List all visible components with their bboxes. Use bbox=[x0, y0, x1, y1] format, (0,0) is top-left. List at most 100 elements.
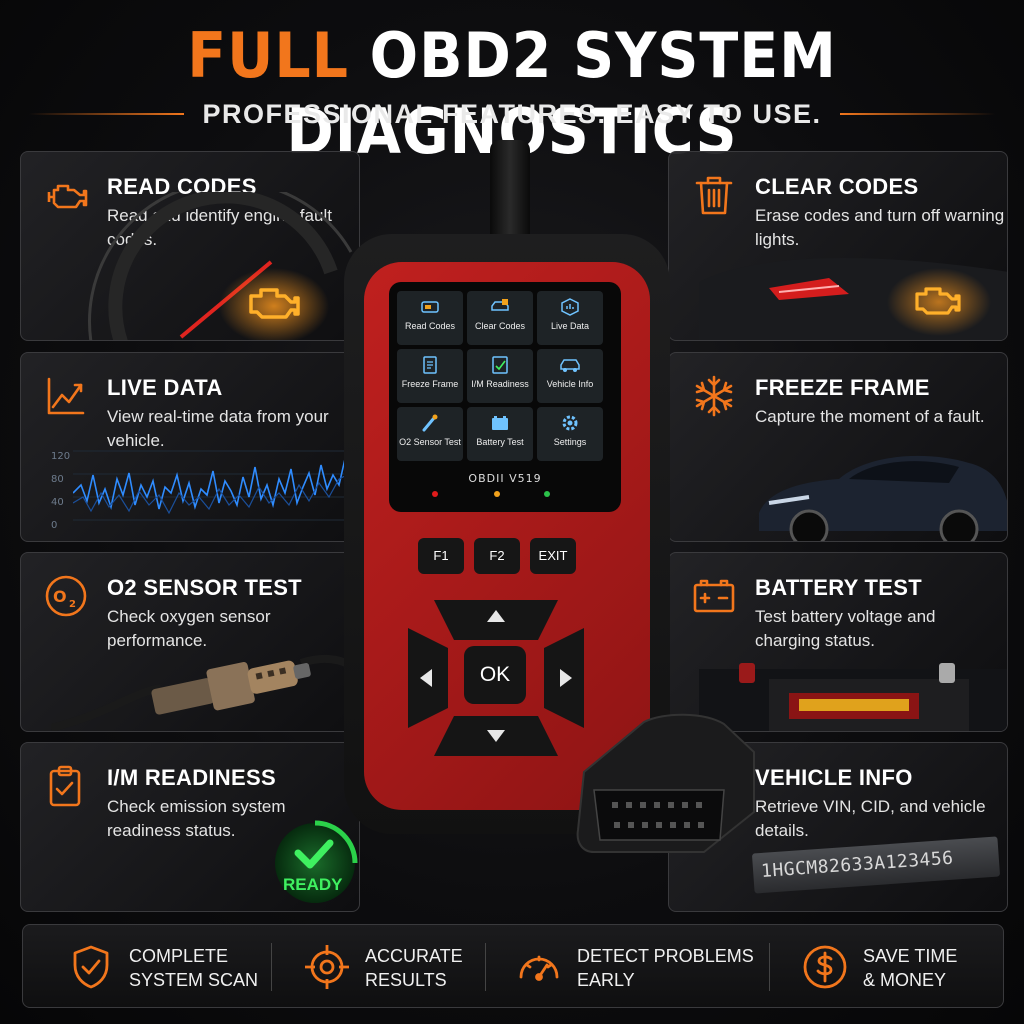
menu-label: Battery Test bbox=[476, 437, 524, 447]
tick-label: 80 bbox=[51, 474, 64, 485]
f2-button[interactable]: F2 bbox=[474, 538, 520, 574]
feature-title: FREEZE FRAME bbox=[755, 375, 930, 400]
menu-label: Freeze Frame bbox=[401, 379, 459, 389]
gear-icon bbox=[562, 415, 578, 431]
svg-text:O: O bbox=[53, 587, 67, 606]
clipboard-check-icon bbox=[49, 765, 81, 807]
feature-desc: View real-time data from your vehicle. bbox=[107, 407, 329, 450]
dollar-icon bbox=[803, 945, 847, 989]
menu-vehicle-info[interactable]: Vehicle Info bbox=[537, 349, 603, 403]
vin-plate: 1HGCM82633A123456 bbox=[751, 836, 1001, 894]
menu-o2-sensor-test[interactable]: O2 Sensor Test bbox=[397, 407, 463, 461]
feature-title: LIVE DATA bbox=[107, 375, 223, 400]
battery-small-icon bbox=[492, 416, 508, 430]
title-accent: FULL bbox=[187, 19, 349, 92]
led-green bbox=[544, 491, 550, 497]
menu-freeze-frame[interactable]: Freeze Frame bbox=[397, 349, 463, 403]
o2-icon: O 2 bbox=[45, 575, 87, 617]
feature-desc: Retrieve VIN, CID, and vehicle details. bbox=[755, 797, 986, 840]
arrow-down-icon bbox=[487, 730, 505, 742]
arrow-right-icon bbox=[560, 669, 572, 687]
divider-right bbox=[839, 113, 995, 115]
sensor-icon bbox=[422, 414, 438, 432]
feature-desc: Test battery voltage and charging status… bbox=[755, 607, 936, 650]
car-battery-art bbox=[699, 663, 1007, 731]
car-clear-icon bbox=[491, 299, 509, 311]
freeze-icon bbox=[423, 356, 437, 374]
subtitle-row: PROFESSIONAL FEATURES. EASY TO USE. bbox=[0, 96, 1024, 132]
feature-title: O2 SENSOR TEST bbox=[107, 575, 302, 600]
menu-read-codes[interactable]: Read Codes bbox=[397, 291, 463, 345]
check-chart-icon bbox=[492, 356, 508, 374]
divider-left bbox=[29, 113, 185, 115]
feature-im-readiness: I/M READINESS Check emission system read… bbox=[20, 742, 360, 912]
dashboard-gauge-art bbox=[88, 192, 353, 340]
direction-pad bbox=[408, 600, 584, 756]
feature-title: CLEAR CODES bbox=[755, 174, 919, 199]
obd2-connector bbox=[576, 713, 755, 853]
feature-title: I/M READINESS bbox=[107, 765, 276, 790]
feature-clear-codes: CLEAR CODES Erase codes and turn off war… bbox=[668, 151, 1008, 341]
menu-label: Read Codes bbox=[404, 321, 456, 331]
menu-label: I/M Readiness bbox=[471, 379, 529, 389]
chart-ticks: 120 80 40 0 bbox=[51, 445, 70, 537]
menu-label: Live Data bbox=[550, 321, 590, 331]
benefit-complete-scan: COMPLETE SYSTEM SCAN bbox=[67, 925, 287, 1009]
led-red bbox=[432, 491, 438, 497]
menu-clear-codes[interactable]: Clear Codes bbox=[467, 291, 533, 345]
benefit-text: COMPLETE SYSTEM SCAN bbox=[129, 946, 259, 990]
separator bbox=[485, 943, 486, 991]
feature-desc: Check oxygen sensor performance. bbox=[107, 607, 271, 650]
subtitle: PROFESSIONAL FEATURES. EASY TO USE. bbox=[202, 98, 822, 129]
led-amber bbox=[494, 491, 500, 497]
vin-number: 1HGCM82633A123456 bbox=[760, 847, 955, 883]
menu-settings[interactable]: Settings bbox=[537, 407, 603, 461]
menu-im-readiness[interactable]: I/M Readiness bbox=[467, 349, 533, 403]
separator bbox=[271, 943, 272, 991]
ok-button[interactable]: OK bbox=[464, 646, 526, 704]
svg-text:2: 2 bbox=[69, 599, 76, 610]
menu-label: O2 Sensor Test bbox=[399, 437, 461, 447]
snowflake-icon bbox=[695, 375, 733, 417]
feature-title: VEHICLE INFO bbox=[755, 765, 913, 790]
shield-check-icon bbox=[73, 945, 109, 989]
tick-label: 120 bbox=[51, 451, 71, 462]
target-icon bbox=[305, 945, 349, 989]
device-cable bbox=[490, 140, 530, 250]
model-label: OBDII V519 bbox=[468, 472, 542, 485]
live-data-waveform bbox=[73, 450, 353, 521]
benefit-text: SAVE TIME & MONEY bbox=[863, 946, 958, 990]
trash-icon bbox=[695, 176, 733, 215]
feature-live-data: LIVE DATA View real-time data from your … bbox=[20, 352, 360, 542]
engine-icon bbox=[47, 184, 88, 209]
ready-badge bbox=[275, 820, 358, 903]
line-chart-icon bbox=[47, 377, 85, 415]
feature-desc: Capture the moment of a fault. bbox=[755, 407, 985, 426]
gauge-icon bbox=[519, 955, 559, 981]
car-art bbox=[759, 456, 1007, 541]
data-icon bbox=[561, 298, 579, 316]
vehicle-icon bbox=[560, 359, 580, 372]
ready-label: READY bbox=[283, 875, 343, 894]
menu-battery-test[interactable]: Battery Test bbox=[467, 407, 533, 461]
f1-button[interactable]: F1 bbox=[418, 538, 464, 574]
menu-live-data[interactable]: Live Data bbox=[537, 291, 603, 345]
feature-desc: Erase codes and turn off warning lights. bbox=[755, 206, 1005, 249]
arrow-up-icon bbox=[487, 610, 505, 622]
tick-label: 0 bbox=[51, 520, 58, 531]
feature-desc: Check emission system readiness status. bbox=[107, 797, 286, 840]
benefits-bar: COMPLETE SYSTEM SCAN ACCURATE RESULTS DE… bbox=[22, 924, 1004, 1008]
page-title: FULL OBD2 SYSTEM DIAGNOSTICS bbox=[41, 18, 983, 170]
feature-o2-sensor: O 2 O2 SENSOR TEST Check oxygen sensor p… bbox=[20, 552, 360, 732]
menu-label: Settings bbox=[553, 437, 587, 447]
car-scan-icon bbox=[421, 301, 439, 313]
benefit-accurate: ACCURATE RESULTS bbox=[303, 925, 513, 1009]
title-main: OBD2 SYSTEM DIAGNOSTICS bbox=[286, 19, 837, 168]
menu-label: Vehicle Info bbox=[546, 379, 594, 389]
feature-read-codes: READ CODES Read and identify engine faul… bbox=[20, 151, 360, 341]
exit-button[interactable]: EXIT bbox=[530, 538, 576, 574]
tick-label: 40 bbox=[51, 497, 64, 508]
feature-battery-test: BATTERY TEST Test battery voltage and ch… bbox=[668, 552, 1008, 732]
benefit-text: ACCURATE RESULTS bbox=[365, 946, 463, 990]
separator bbox=[769, 943, 770, 991]
